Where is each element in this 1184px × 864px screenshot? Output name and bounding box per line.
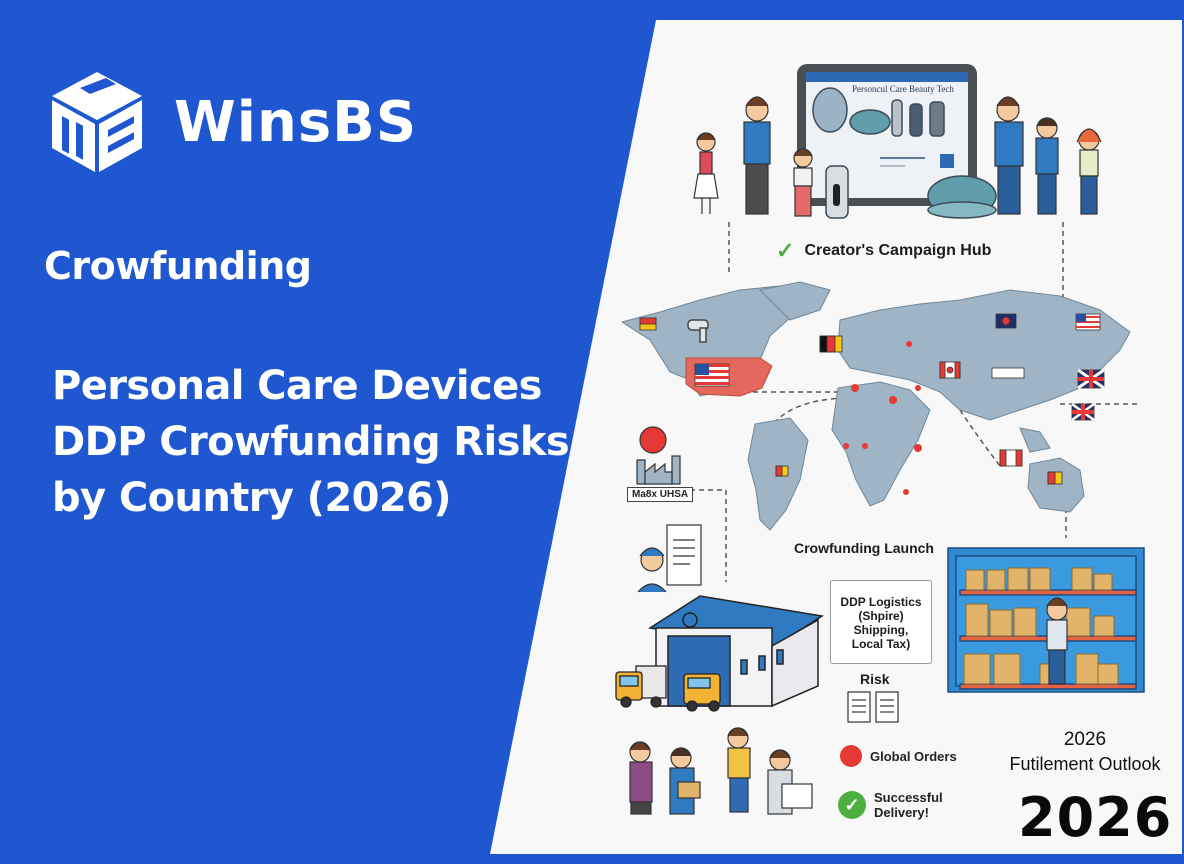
delivery-line-2: Delivery!	[874, 805, 929, 820]
flag-uk-2	[1071, 402, 1095, 422]
title-line-3: by Country (2026)	[52, 475, 452, 521]
campaign-hub-label: ✓ Creator's Campaign Hub	[776, 238, 991, 264]
flag-usa	[694, 363, 730, 387]
factory-icon	[636, 426, 681, 485]
ddp-line-2: (Shpire)	[858, 609, 904, 623]
people-group-bottom	[629, 727, 813, 815]
hub-label-text: Creator's Campaign Hub	[804, 242, 992, 259]
country-flags	[639, 313, 1105, 485]
legend-successful-delivery: ✓ Successful Delivery!	[838, 790, 943, 820]
legend-global-orders: Global Orders	[840, 745, 957, 767]
outlook-title: Futilement Outlook	[1009, 754, 1161, 774]
cube-logo-icon	[52, 72, 142, 172]
brand: WinsBS	[50, 70, 417, 174]
check-icon: ✓	[776, 238, 795, 263]
hair-dryer-icon	[687, 319, 709, 343]
legend-orders-text: Global Orders	[870, 748, 957, 764]
title-line-2: DDP Crowfunding Risks	[52, 419, 570, 465]
boxes	[963, 567, 1119, 685]
flag-usa-2	[1075, 313, 1101, 331]
truck-icon	[615, 665, 721, 712]
legend-delivery-text: Successful Delivery!	[874, 790, 943, 820]
people-group-top	[693, 96, 1102, 217]
ddp-line-1: DDP Logistics	[840, 595, 922, 609]
warehouse-icon	[647, 595, 825, 708]
title-line-1: Personal Care Devices	[52, 363, 542, 409]
factory-label: Ma8x UHSA	[627, 487, 694, 502]
red-dot-icon	[840, 745, 862, 767]
map-pins	[843, 341, 922, 495]
ddp-line-3: Shipping,	[853, 623, 909, 637]
document-icon	[847, 691, 899, 723]
tablet-title: Personcul Care Beauty Tech	[852, 84, 954, 94]
outlook-year: 2026	[1063, 729, 1107, 750]
world-map	[620, 281, 1131, 531]
launch-label: Crowfunding Launch	[794, 540, 934, 556]
warehouse-worker	[1046, 597, 1068, 685]
page-title: Personal Care Devices DDP Crowfunding Ri…	[52, 358, 570, 526]
check-circle-icon: ✓	[838, 791, 866, 819]
risk-label: Risk	[860, 671, 890, 687]
worker-icon	[637, 524, 702, 593]
delivery-line-1: Successful	[874, 790, 943, 805]
outlook-big-year: 2026	[1018, 786, 1173, 849]
category-label: Crowfunding	[44, 244, 312, 288]
outlook-block: 2026 Futilement Outlook	[990, 728, 1180, 776]
brand-name: WinsBS	[174, 89, 418, 155]
ddp-line-4: Local Tax)	[851, 637, 911, 651]
ddp-logistics-bubble: DDP Logistics (Shpire) Shipping, Local T…	[830, 580, 932, 664]
flag-uk	[1077, 368, 1105, 390]
